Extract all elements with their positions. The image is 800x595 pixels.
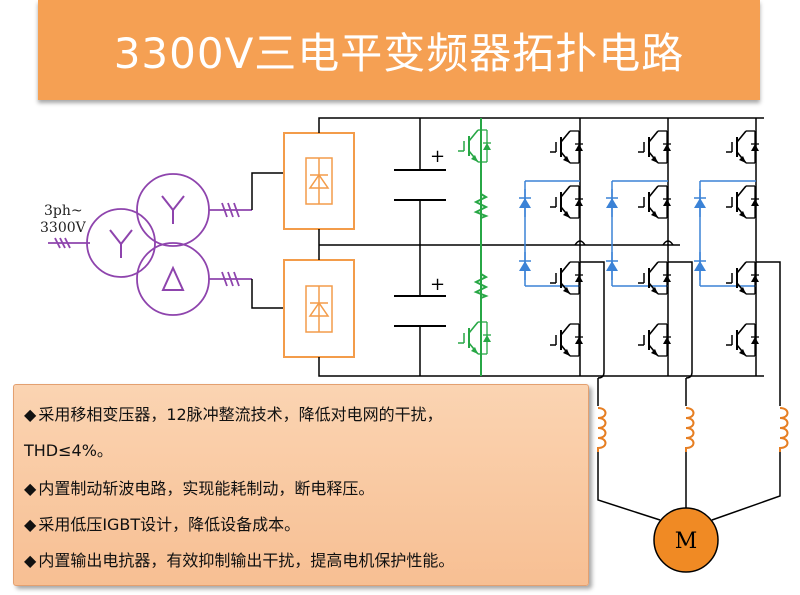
- source-label: 3ph~ 3300V: [40, 203, 87, 236]
- dc-capacitor-top: +: [394, 146, 446, 201]
- bullet-icon: ◆: [24, 405, 37, 424]
- rectifier-bottom: [283, 259, 355, 358]
- motor: M: [653, 507, 719, 573]
- inverter-leg-u: [549, 130, 584, 357]
- brake-chopper: [457, 118, 492, 376]
- features-box: ◆采用移相变压器，12脉冲整流技术，降低对电网的干扰， THD≤4%。 ◆内置制…: [13, 384, 589, 586]
- feature-item-continuation: THD≤4%。: [24, 441, 113, 460]
- bullet-icon: ◆: [24, 551, 37, 570]
- inverter-leg-w: [725, 130, 760, 357]
- bullet-icon: ◆: [24, 515, 37, 534]
- dc-bus: [318, 117, 764, 377]
- title-banner: 3300V三电平变频器拓扑电路: [38, 0, 760, 100]
- dc-capacitor-bottom: +: [394, 274, 446, 327]
- feature-item: ◆内置输出电抗器，有效抑制输出干扰，提高电机保护性能。: [24, 551, 455, 570]
- phase-shift-transformer: [48, 173, 252, 316]
- capacitor-bottom-plus: +: [430, 274, 445, 295]
- feature-item: ◆采用低压IGBT设计，降低设备成本。: [24, 515, 301, 534]
- page-title: 3300V三电平变频器拓扑电路: [113, 28, 685, 78]
- rectifier-top: [283, 132, 355, 230]
- capacitor-top-plus: +: [430, 146, 445, 167]
- source-label-phase: 3ph~: [44, 203, 83, 219]
- inverter-leg-v: [637, 130, 672, 357]
- source-label-voltage: 3300V: [40, 220, 87, 236]
- output-taps: [574, 240, 781, 406]
- bullet-icon: ◆: [24, 479, 37, 498]
- feature-item: ◆内置制动斩波电路，实现能耗制动，断电释压。: [24, 479, 375, 498]
- ac-feed-wires: [251, 172, 284, 309]
- motor-label: M: [675, 529, 698, 554]
- clamp-diodes: [524, 180, 756, 287]
- motor-wires: [597, 452, 781, 521]
- output-reactors: [597, 407, 789, 453]
- feature-item: ◆采用移相变压器，12脉冲整流技术，降低对电网的干扰，: [24, 405, 443, 424]
